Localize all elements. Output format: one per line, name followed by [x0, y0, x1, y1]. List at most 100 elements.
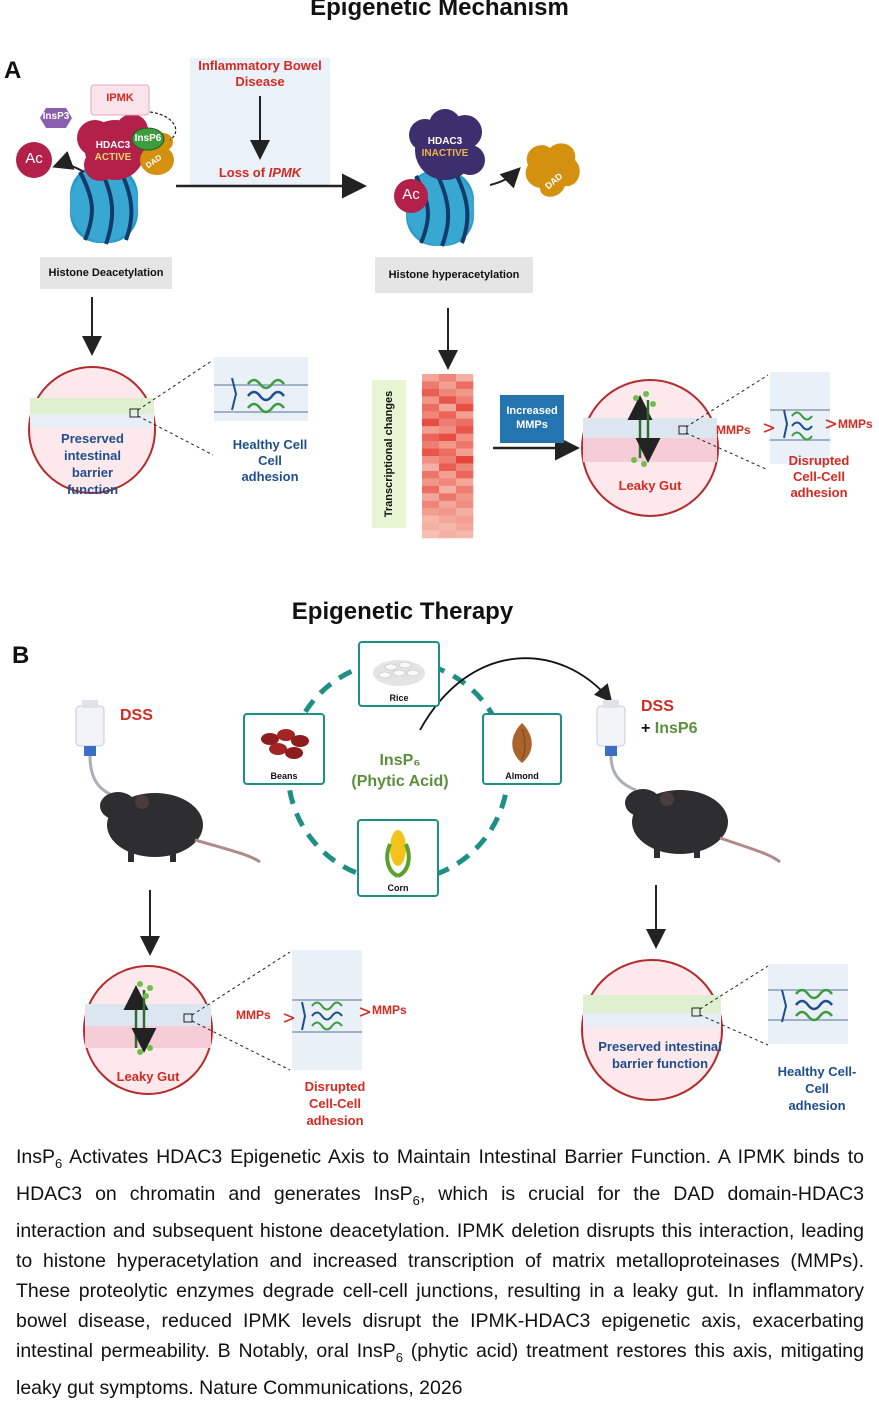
heatmap-cell — [422, 523, 440, 531]
ac-left — [16, 142, 52, 178]
mmps-left-label-b: MMPs — [236, 1008, 271, 1022]
transcriptional-bar — [372, 380, 406, 528]
leaky-gut-label-a: Leaky Gut — [618, 478, 682, 493]
leaky-gut-label-b: Leaky Gut — [116, 1069, 180, 1084]
heatmap-cell — [422, 396, 440, 405]
food-almond: Almond — [482, 713, 562, 785]
heatmap-cell — [439, 396, 457, 405]
increased-mmps-label: Increased MMPs — [506, 405, 558, 431]
preserved-barrier-label-b: Preserved intestinal barrier function — [598, 1039, 722, 1071]
dss-bottle-right — [596, 700, 637, 792]
rice-icon — [373, 660, 425, 686]
heatmap-cell — [422, 500, 440, 509]
heatmap-cell — [422, 426, 440, 434]
ipmk-tag: IPMK — [106, 92, 134, 104]
insp6-blob — [131, 127, 165, 151]
heatmap-cell — [456, 411, 474, 420]
preserved-circle-a — [28, 366, 156, 494]
disrupted-adhesion-inset-b — [283, 950, 371, 1070]
heatmap-cell — [456, 396, 474, 405]
heatmap-cell — [422, 493, 440, 502]
almond-icon — [512, 723, 532, 763]
insp6-center-label: InsP₆(Phytic Acid) — [351, 752, 449, 790]
heatmap-cell — [456, 523, 474, 531]
heatmap-cell — [439, 403, 457, 412]
healthy-adhesion-inset-b — [768, 964, 848, 1044]
heatmap-cell — [439, 411, 457, 420]
mouse-left — [100, 792, 261, 864]
heatmap-cell — [422, 411, 440, 420]
ac-tag-left: Ac — [25, 150, 43, 167]
dss-bottle-left — [75, 700, 113, 797]
transcriptional-changes-label: Transcriptional changes — [383, 390, 395, 518]
panel-a-title: Epigenetic Mechanism — [310, 0, 569, 21]
dss-right-label: DSS — [641, 698, 674, 715]
dad-released — [525, 143, 580, 197]
heatmap-cell — [439, 470, 457, 479]
heatmap-cell — [456, 388, 474, 397]
dss-left-label: DSS — [120, 707, 153, 724]
corn-icon — [385, 830, 411, 878]
heatmap-cell — [439, 374, 457, 382]
healthy-adhesion-inset-a — [214, 357, 308, 421]
heatmap-cell — [456, 403, 474, 412]
ac-right — [394, 179, 428, 213]
figure-caption: InsP6 Activates HDAC3 Epigenetic Axis to… — [16, 1146, 864, 1399]
heatmap-cell — [422, 448, 440, 457]
insp3-blob — [40, 108, 72, 128]
heatmap-cell — [439, 523, 457, 531]
loss-ipmk-label: Loss of IPMK — [218, 165, 302, 180]
mmps-right-label-a: MMPs — [838, 417, 873, 431]
disrupted-adhesion-label-b: Disrupted Cell-Cell adhesion — [304, 1079, 366, 1128]
heatmap-cell — [439, 478, 457, 487]
heatmap-cell — [422, 388, 440, 397]
panel-b-title: Epigenetic Therapy — [291, 598, 514, 625]
histone-hyperacetylation-box: Histone hyperacetylation — [375, 257, 533, 293]
mouse-right — [625, 789, 781, 864]
food-rice-label: Rice — [389, 693, 409, 703]
heatmap-cell — [456, 426, 474, 434]
heatmap-cell — [456, 433, 474, 442]
healthy-adhesion-label-b: Healthy Cell-Cell adhesion — [777, 1064, 857, 1113]
food-almond-label: Almond — [505, 771, 539, 781]
mmps-left-label-a: MMPs — [716, 423, 751, 437]
heatmap-cell — [439, 418, 457, 427]
ipmk-box — [90, 84, 150, 116]
heatmap-cell — [422, 403, 440, 412]
heatmap-cell — [456, 456, 474, 464]
heatmap-cell — [456, 478, 474, 487]
panel-a-letter: A — [4, 57, 22, 84]
heatmap-cell — [439, 426, 457, 434]
plus-insp6-label: + InsP6 — [641, 720, 698, 737]
heatmap-cell — [422, 463, 440, 472]
heatmap-cell — [456, 530, 474, 539]
heatmap-cell — [422, 470, 440, 479]
food-beans: Beans — [243, 713, 325, 785]
heatmap-cell — [439, 456, 457, 464]
heatmap-cell — [439, 500, 457, 509]
heatmap-cell — [439, 448, 457, 457]
heatmap-cell — [439, 530, 457, 539]
heatmap-cell — [456, 485, 474, 494]
heatmap-cell — [456, 463, 474, 472]
ibd-label: Inflammatory Bowel Disease — [198, 58, 322, 89]
food-beans-label: Beans — [270, 771, 298, 781]
increased-mmps-box — [500, 395, 564, 443]
leaky-circle-b — [83, 965, 213, 1095]
heatmap-cell — [422, 433, 440, 442]
heatmap-cell — [422, 530, 440, 539]
heatmap-cell — [456, 493, 474, 502]
food-corn-label: Corn — [387, 883, 409, 893]
heatmap-cell — [439, 493, 457, 502]
heatmap-cell — [439, 388, 457, 397]
heatmap-cell — [456, 441, 474, 449]
heatmap-cell — [422, 374, 440, 382]
therapy-arrow — [419, 657, 613, 731]
heatmap-cell — [456, 374, 474, 382]
food-corn: Corn — [357, 819, 439, 897]
heatmap-cell — [422, 485, 440, 494]
heatmap-cell — [422, 478, 440, 487]
heatmap-cell — [456, 381, 474, 390]
